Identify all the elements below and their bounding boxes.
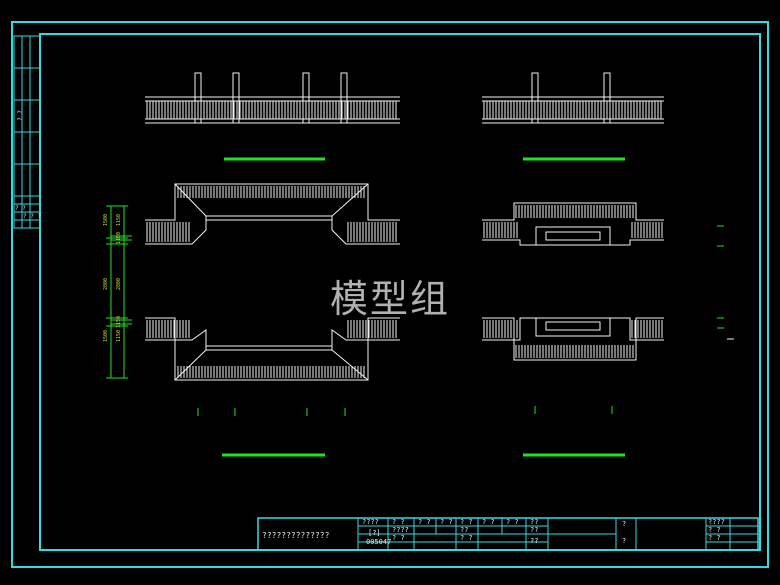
title-block-cell: ? ? bbox=[708, 526, 721, 534]
title-block-cell: ? ? bbox=[482, 518, 495, 526]
title-block-cell: ? ? bbox=[418, 518, 431, 526]
outer-frame bbox=[11, 21, 769, 568]
left-strip-text: ? ? bbox=[15, 205, 26, 212]
title-block-cell: ? ? bbox=[460, 534, 473, 542]
dimension-chain bbox=[106, 205, 132, 379]
title-block-cell: ?? bbox=[530, 518, 539, 526]
title-block-cell: ? ? bbox=[392, 518, 405, 526]
dimension-label: 1500 bbox=[103, 329, 109, 342]
title-block bbox=[257, 517, 759, 551]
title-block-cell: [?] bbox=[368, 529, 381, 537]
right-margin-marks bbox=[717, 225, 724, 329]
title-block-cell: ?? bbox=[460, 526, 469, 534]
left-strip bbox=[13, 35, 41, 229]
title-block-cell: ?? bbox=[530, 537, 539, 545]
dimension-label: 1150 bbox=[116, 231, 122, 244]
title-block-cell: ? bbox=[622, 537, 627, 545]
title-block-cell: ? ? bbox=[708, 534, 721, 542]
project-name: ?????????????? bbox=[262, 531, 330, 540]
dimension-label: 1150 bbox=[116, 213, 122, 226]
plan-left bbox=[145, 183, 400, 381]
elevation-right bbox=[482, 72, 664, 124]
left-strip-text: ? ? ? bbox=[23, 213, 42, 220]
section-ticks-right bbox=[534, 406, 613, 414]
dimension-label: 1500 bbox=[103, 213, 109, 226]
title-block-cell: ? ? bbox=[392, 534, 405, 542]
section-ticks-left bbox=[197, 408, 346, 416]
title-block-cell: ???? bbox=[362, 518, 379, 526]
title-block-cell: ???? bbox=[392, 526, 409, 534]
title-block-cell: ? ? bbox=[460, 518, 473, 526]
title-block-cell: ???? bbox=[708, 518, 725, 526]
dimension-label: 1150 bbox=[116, 315, 122, 328]
title-block-cell: ? ? bbox=[506, 518, 519, 526]
left-strip-text: ? ? bbox=[16, 110, 24, 121]
watermark-text: 模型组 bbox=[329, 277, 450, 321]
plan-right bbox=[482, 202, 664, 361]
drawing-number: 005047 bbox=[366, 538, 392, 546]
dimension-label: 1150 bbox=[116, 329, 122, 342]
title-block-cell: ? bbox=[622, 520, 627, 528]
dimension-label: 2800 bbox=[116, 277, 122, 290]
title-block-cell: ? ? bbox=[440, 518, 453, 526]
title-block-cell: ?? bbox=[530, 526, 539, 534]
elevation-left bbox=[145, 72, 400, 124]
dimension-label: 2800 bbox=[103, 277, 109, 290]
